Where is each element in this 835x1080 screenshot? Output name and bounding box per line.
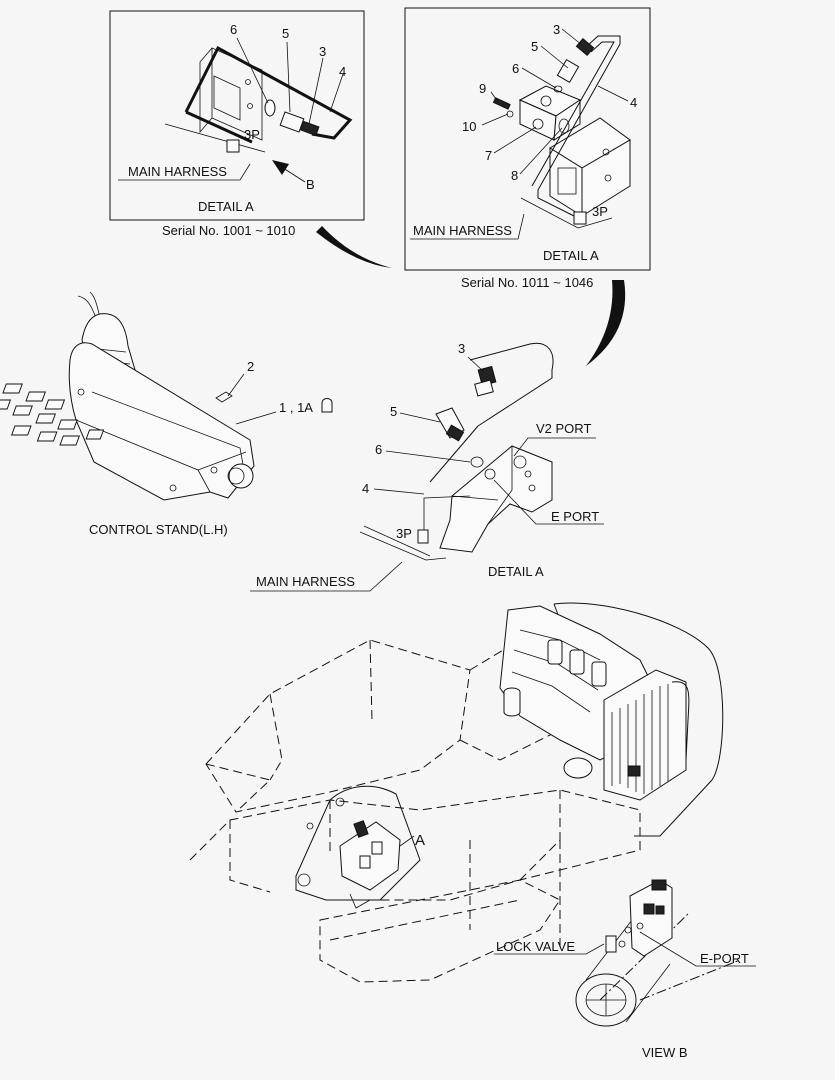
main-harness-label: MAIN HARNESS <box>128 164 227 179</box>
detail-a-marker: A <box>415 832 425 849</box>
machine-overview: A <box>189 602 724 983</box>
detail-a-caption: DETAIL A <box>198 199 254 214</box>
connector-3p-label: 3P <box>244 127 260 142</box>
view-arrow-b-label: B <box>306 177 315 192</box>
v2-port-label: V2 PORT <box>536 421 591 436</box>
callout-1-1a: 1 , 1A <box>279 400 313 415</box>
callout-5: 5 <box>390 404 397 419</box>
bulb-icon <box>321 398 333 413</box>
e-port-label: E-PORT <box>700 951 749 966</box>
callout-4: 4 <box>339 64 346 79</box>
callout-5: 5 <box>531 39 538 54</box>
connector-3p-label: 3P <box>592 204 608 219</box>
detail-a-serial-1011-1046: 3P 3 5 6 9 10 7 8 4 MAIN HARNESS DETAIL … <box>404 7 651 271</box>
callout-10: 10 <box>462 119 476 134</box>
detail-frame-left <box>109 10 365 221</box>
callout-9: 9 <box>479 81 486 96</box>
detail-a-serial-1001-1010: 3P 6 5 3 4 MAIN HARNESS B DETAIL A <box>109 10 365 221</box>
switch-panel <box>0 383 105 446</box>
control-stand: 2 1 , 1A <box>0 291 333 501</box>
view-b <box>494 879 756 1027</box>
callout-3: 3 <box>458 341 465 356</box>
lock-valve-label: LOCK VALVE <box>496 939 575 954</box>
detail-link-arc-left <box>316 226 392 268</box>
detail-a-caption: DETAIL A <box>543 248 599 263</box>
callout-6: 6 <box>512 61 519 76</box>
callout-4: 4 <box>630 95 637 110</box>
detail-link-arc-right <box>586 280 626 366</box>
main-harness-label: MAIN HARNESS <box>413 223 512 238</box>
view-b-caption: VIEW B <box>642 1045 688 1060</box>
callout-6: 6 <box>230 22 237 37</box>
callout-6: 6 <box>375 442 382 457</box>
callout-3: 3 <box>319 44 326 59</box>
main-harness-label: MAIN HARNESS <box>256 574 355 589</box>
e-port-label: E PORT <box>551 509 599 524</box>
connector-3p-label: 3P <box>396 526 412 541</box>
callout-8: 8 <box>511 168 518 183</box>
serial-range-1011-1046: Serial No. 1011 ~ 1046 <box>461 275 593 290</box>
callout-2: 2 <box>247 359 254 374</box>
callout-4: 4 <box>362 481 369 496</box>
callout-5: 5 <box>282 26 289 41</box>
detail-a-caption: DETAIL A <box>488 564 544 579</box>
callout-3: 3 <box>553 22 560 37</box>
callout-7: 7 <box>485 148 492 163</box>
control-stand-caption: CONTROL STAND(L.H) <box>89 522 228 537</box>
detail-a-center: 3P 3 5 6 4 V2 PORT E PORT MAIN HARNESS D… <box>250 341 604 592</box>
serial-range-1001-1010: Serial No. 1001 ~ 1010 <box>162 223 295 238</box>
